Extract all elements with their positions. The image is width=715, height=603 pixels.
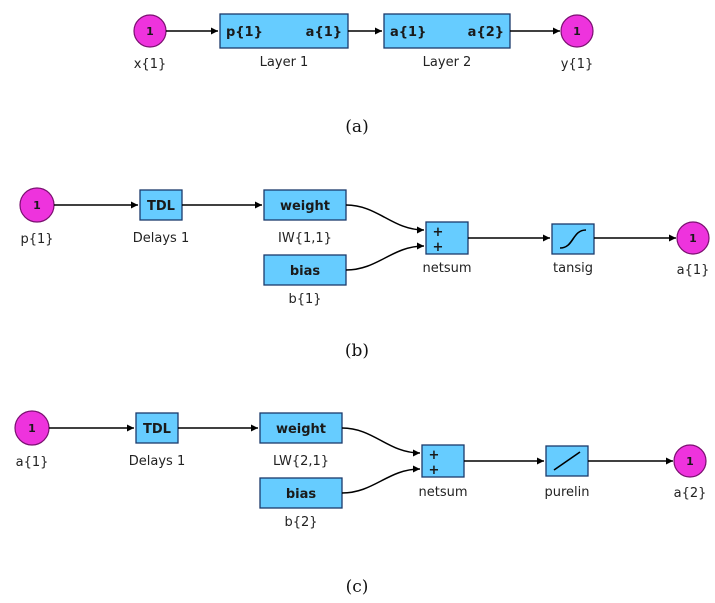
panel-a: 1 x{1} p{1} a{1} Layer 1 a{1} a{2} Layer…: [133, 13, 594, 137]
output-port-a1[interactable]: 1: [676, 221, 710, 255]
tansig-box: [551, 223, 595, 255]
port-number: 1: [28, 422, 36, 435]
layer1-block[interactable]: p{1} a{1}: [219, 13, 349, 49]
purelin-label: purelin: [544, 485, 589, 500]
purelin-block[interactable]: [545, 445, 589, 477]
output-port-a2[interactable]: 1: [673, 444, 707, 478]
weight-label: IW{1,1}: [278, 231, 332, 246]
input-port-x1[interactable]: 1: [133, 14, 167, 48]
input-port-a1[interactable]: 1: [14, 410, 50, 446]
bias-text: bias: [290, 264, 321, 279]
netsum-label: netsum: [418, 485, 467, 500]
weight-block[interactable]: weight: [263, 189, 347, 221]
bias-block[interactable]: bias: [263, 254, 347, 286]
input-port-p1[interactable]: 1: [19, 187, 55, 223]
layer2-output-label: a{2}: [468, 25, 504, 40]
output-port-y1[interactable]: 1: [560, 14, 594, 48]
tansig-block[interactable]: [551, 223, 595, 255]
weight-text: weight: [280, 199, 330, 214]
tansig-label: tansig: [553, 261, 593, 276]
weight-block[interactable]: weight: [259, 412, 343, 444]
port-number: 1: [689, 232, 697, 245]
panel-caption: (a): [345, 117, 368, 137]
port-number: 1: [573, 25, 581, 38]
layer2-input-label: a{1}: [390, 25, 426, 40]
weight-to-netsum-wire: [341, 427, 421, 457]
layer2-box: [383, 13, 511, 49]
port-number: 1: [33, 199, 41, 212]
purelin-icon: [553, 451, 581, 471]
netsum-plus-bottom: +: [433, 240, 444, 255]
weight-text: weight: [276, 422, 326, 437]
panel-caption: (c): [346, 577, 369, 597]
port-circle: [676, 221, 710, 255]
bias-block[interactable]: bias: [259, 477, 343, 509]
port-number: 1: [686, 455, 694, 468]
bias-label: b{2}: [284, 515, 317, 530]
layer1-name: Layer 1: [260, 55, 309, 70]
netsum-block[interactable]: + +: [421, 444, 465, 478]
netsum-plus-bottom: +: [429, 463, 440, 478]
tdl-text: TDL: [147, 199, 175, 214]
port-circle: [673, 444, 707, 478]
weight-label: LW{2,1}: [273, 454, 329, 469]
netsum-plus-top: +: [429, 448, 440, 463]
input-port-label: a{1}: [16, 455, 49, 470]
tdl-box: [135, 412, 179, 444]
output-port-label: a{1}: [677, 263, 710, 278]
bias-to-netsum-wire: [345, 242, 425, 271]
port-circle: [560, 14, 594, 48]
tdl-label: Delays 1: [129, 454, 185, 469]
output-port-label: y{1}: [561, 57, 594, 72]
weight-to-netsum-wire: [345, 204, 425, 234]
output-port-label: a{2}: [674, 486, 707, 501]
bias-box: [259, 477, 343, 509]
panel-b: 1 p{1} TDL Delays 1 weight IW{1,1} bias …: [19, 187, 710, 361]
layer2-block[interactable]: a{1} a{2}: [383, 13, 511, 49]
tdl-label: Delays 1: [133, 231, 189, 246]
netsum-box: [425, 221, 469, 255]
layer1-box: [219, 13, 349, 49]
netsum-plus-top: +: [433, 225, 444, 240]
bias-text: bias: [286, 487, 317, 502]
input-port-label: x{1}: [134, 57, 167, 72]
tdl-box: [139, 189, 183, 221]
bias-label: b{1}: [288, 292, 321, 307]
layer1-output-label: a{1}: [306, 25, 342, 40]
tansig-icon: [559, 229, 587, 249]
netsum-label: netsum: [422, 261, 471, 276]
tdl-text: TDL: [143, 422, 171, 437]
port-number: 1: [146, 25, 154, 38]
panel-c: 1 a{1} TDL Delays 1 weight LW{2,1} bias …: [14, 410, 707, 597]
netsum-block[interactable]: + +: [425, 221, 469, 255]
bias-to-netsum-wire: [341, 465, 421, 494]
tdl-block[interactable]: TDL: [139, 189, 183, 221]
input-port-label: p{1}: [20, 232, 53, 247]
tdl-block[interactable]: TDL: [135, 412, 179, 444]
layer1-input-label: p{1}: [226, 25, 263, 40]
panel-caption: (b): [345, 341, 369, 361]
netsum-box: [421, 444, 465, 478]
layer2-name: Layer 2: [423, 55, 472, 70]
